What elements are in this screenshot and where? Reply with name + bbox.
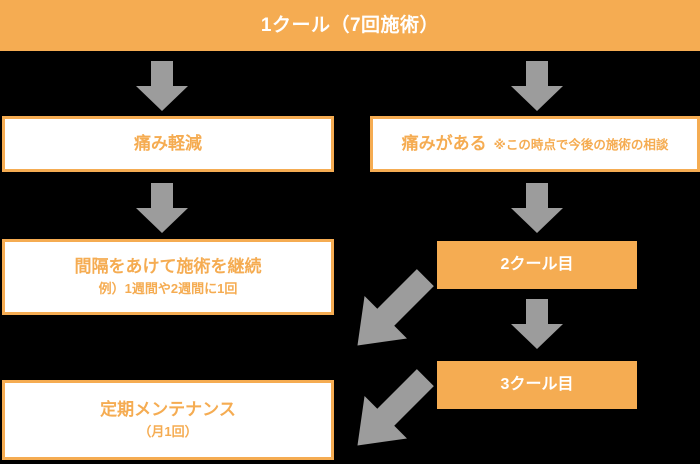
- arrow-course2-to-course3: [511, 299, 563, 354]
- node-course-3: 3クール目: [437, 361, 637, 409]
- header-title: 1クール（7回施術）: [260, 15, 440, 36]
- arrow-pain-remains-to-course2: [511, 183, 563, 238]
- arrow-pain-reduced-to-continue: [136, 183, 188, 238]
- node-continue-treatment-label: 間隔をあけて施術を継続: [74, 257, 262, 277]
- node-pain-remains-note: ※この時点で今後の施術の相談: [493, 138, 669, 153]
- arrow-course2-to-continue-down-left-icon: [340, 267, 440, 364]
- node-pain-reduced: 痛み軽減: [2, 116, 334, 172]
- node-continue-treatment-sublabel: 例）1週間や2週間に1回: [98, 280, 238, 296]
- header-banner: 1クール（7回施術）: [0, 0, 700, 51]
- arrow-course3-to-maintenance-down-left-icon: [340, 367, 440, 464]
- node-continue-treatment: 間隔をあけて施術を継続 例）1週間や2週間に1回: [2, 239, 334, 315]
- node-course-3-label: 3クール目: [500, 376, 574, 393]
- node-maintenance-sublabel: （月1回）: [138, 423, 198, 439]
- node-pain-remains: 痛みがある ※この時点で今後の施術の相談: [370, 116, 700, 172]
- node-maintenance: 定期メンテナンス （月1回）: [2, 380, 334, 460]
- node-pain-reduced-label: 痛み軽減: [134, 134, 202, 154]
- arrow-header-to-pain-reduced: [136, 61, 188, 116]
- node-course-2-label: 2クール目: [500, 256, 574, 273]
- node-course-2: 2クール目: [437, 241, 637, 289]
- node-pain-remains-label: 痛みがある: [401, 134, 487, 154]
- node-maintenance-label: 定期メンテナンス: [100, 400, 236, 420]
- arrow-header-to-pain-remains: [511, 61, 563, 116]
